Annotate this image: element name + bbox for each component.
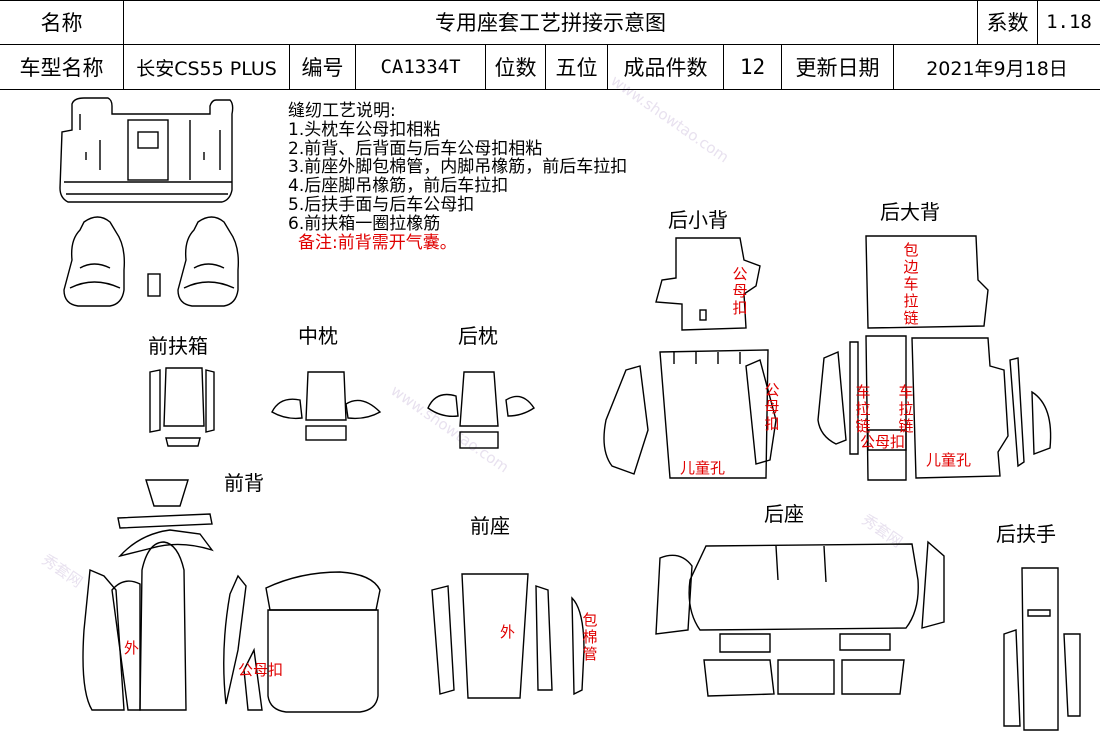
label-front-armbox: 前扶箱	[148, 334, 208, 358]
annotation-outer: 外	[500, 623, 516, 641]
rear-armrest-pieces	[1003, 567, 1081, 731]
note-item: 1.头枕车公母扣相粘	[288, 119, 441, 140]
label-rear-pillow: 后枕	[458, 324, 498, 348]
annotation-snap: 公母扣	[238, 661, 284, 679]
pattern-pieces	[59, 97, 1081, 731]
label-middle-pillow: 中枕	[298, 324, 338, 348]
middle-pillow-pieces	[271, 371, 382, 441]
coef-label: 系数	[978, 0, 1038, 44]
annotation-edge-zip: 包边车拉链	[903, 241, 919, 327]
annotation-child-hole: 儿童孔	[680, 459, 726, 477]
note-item: 5.后扶手面与后车公母扣	[288, 194, 475, 215]
annotation-zip: 车拉链	[898, 383, 914, 435]
rear-small-back-pieces	[603, 237, 777, 479]
rear-pillow-pieces	[427, 371, 535, 449]
annotation-zip: 车拉链	[855, 383, 871, 435]
annotation-snap: 公母扣	[764, 381, 780, 433]
label-rear-small-back: 后小背	[668, 208, 728, 232]
note-item: 4.后座脚吊橡筋，前后车拉扣	[288, 176, 509, 197]
label-rear-big-back: 后大背	[880, 200, 940, 224]
note-remark: 备注:前背需开气囊。	[298, 232, 457, 253]
title-block: 名称 专用座套工艺拼接示意图 系数 1.18 车型名称 长安CS55 PLUS …	[0, 0, 1100, 90]
date-label: 更新日期	[782, 44, 894, 90]
note-item: 6.前扶箱一圈拉橡筋	[288, 213, 441, 234]
pieces-value: 12	[724, 44, 782, 90]
model-value: 长安CS55 PLUS	[124, 44, 290, 90]
front-armbox-pieces	[149, 367, 215, 447]
label-front-seat: 前座	[470, 514, 510, 538]
coef-value: 1.18	[1046, 11, 1092, 33]
front-seat-thumbnail	[63, 216, 240, 307]
pieces-label: 成品件数	[608, 44, 724, 90]
annotation-wrap-tube: 包棉管	[582, 611, 598, 663]
annotation-outer: 外	[124, 639, 140, 657]
page-title: 专用座套工艺拼接示意图	[124, 0, 978, 44]
note-item: 2.前背、后背面与后车公母扣相粘	[288, 138, 543, 159]
front-back-pieces	[82, 479, 247, 711]
name-label: 名称	[0, 0, 124, 44]
divider	[0, 44, 1100, 45]
label-rear-seat: 后座	[764, 502, 804, 526]
rear-big-back-pieces	[817, 235, 1052, 481]
code-label: 编号	[290, 44, 356, 90]
sewing-notes: 缝纫工艺说明: 1.头枕车公母扣相粘 2.前背、后背面与后车公母扣相粘 3.前座…	[288, 102, 627, 252]
front-seat-pieces	[243, 571, 585, 713]
model-label: 车型名称	[0, 44, 124, 90]
note-item: 3.前座外脚包棉管，内脚吊橡筋，前后车拉扣	[288, 157, 628, 178]
seats-value: 五位	[546, 44, 608, 90]
annotation-snap: 公母扣	[732, 265, 748, 317]
rear-seat-thumbnail	[59, 97, 234, 203]
annotation-child-hole: 儿童孔	[926, 451, 972, 469]
divider	[0, 0, 1100, 1]
label-rear-armrest: 后扶手	[996, 522, 1056, 546]
notes-title: 缝纫工艺说明:	[288, 101, 396, 121]
date-value: 2021年9月18日	[926, 57, 1068, 80]
rear-seat-pieces	[655, 540, 945, 697]
code-value: CA1334T	[356, 44, 486, 90]
seats-label: 位数	[486, 44, 546, 90]
annotation-snap: 公母扣	[860, 433, 906, 451]
label-front-back: 前背	[224, 471, 264, 495]
divider	[0, 89, 1100, 90]
